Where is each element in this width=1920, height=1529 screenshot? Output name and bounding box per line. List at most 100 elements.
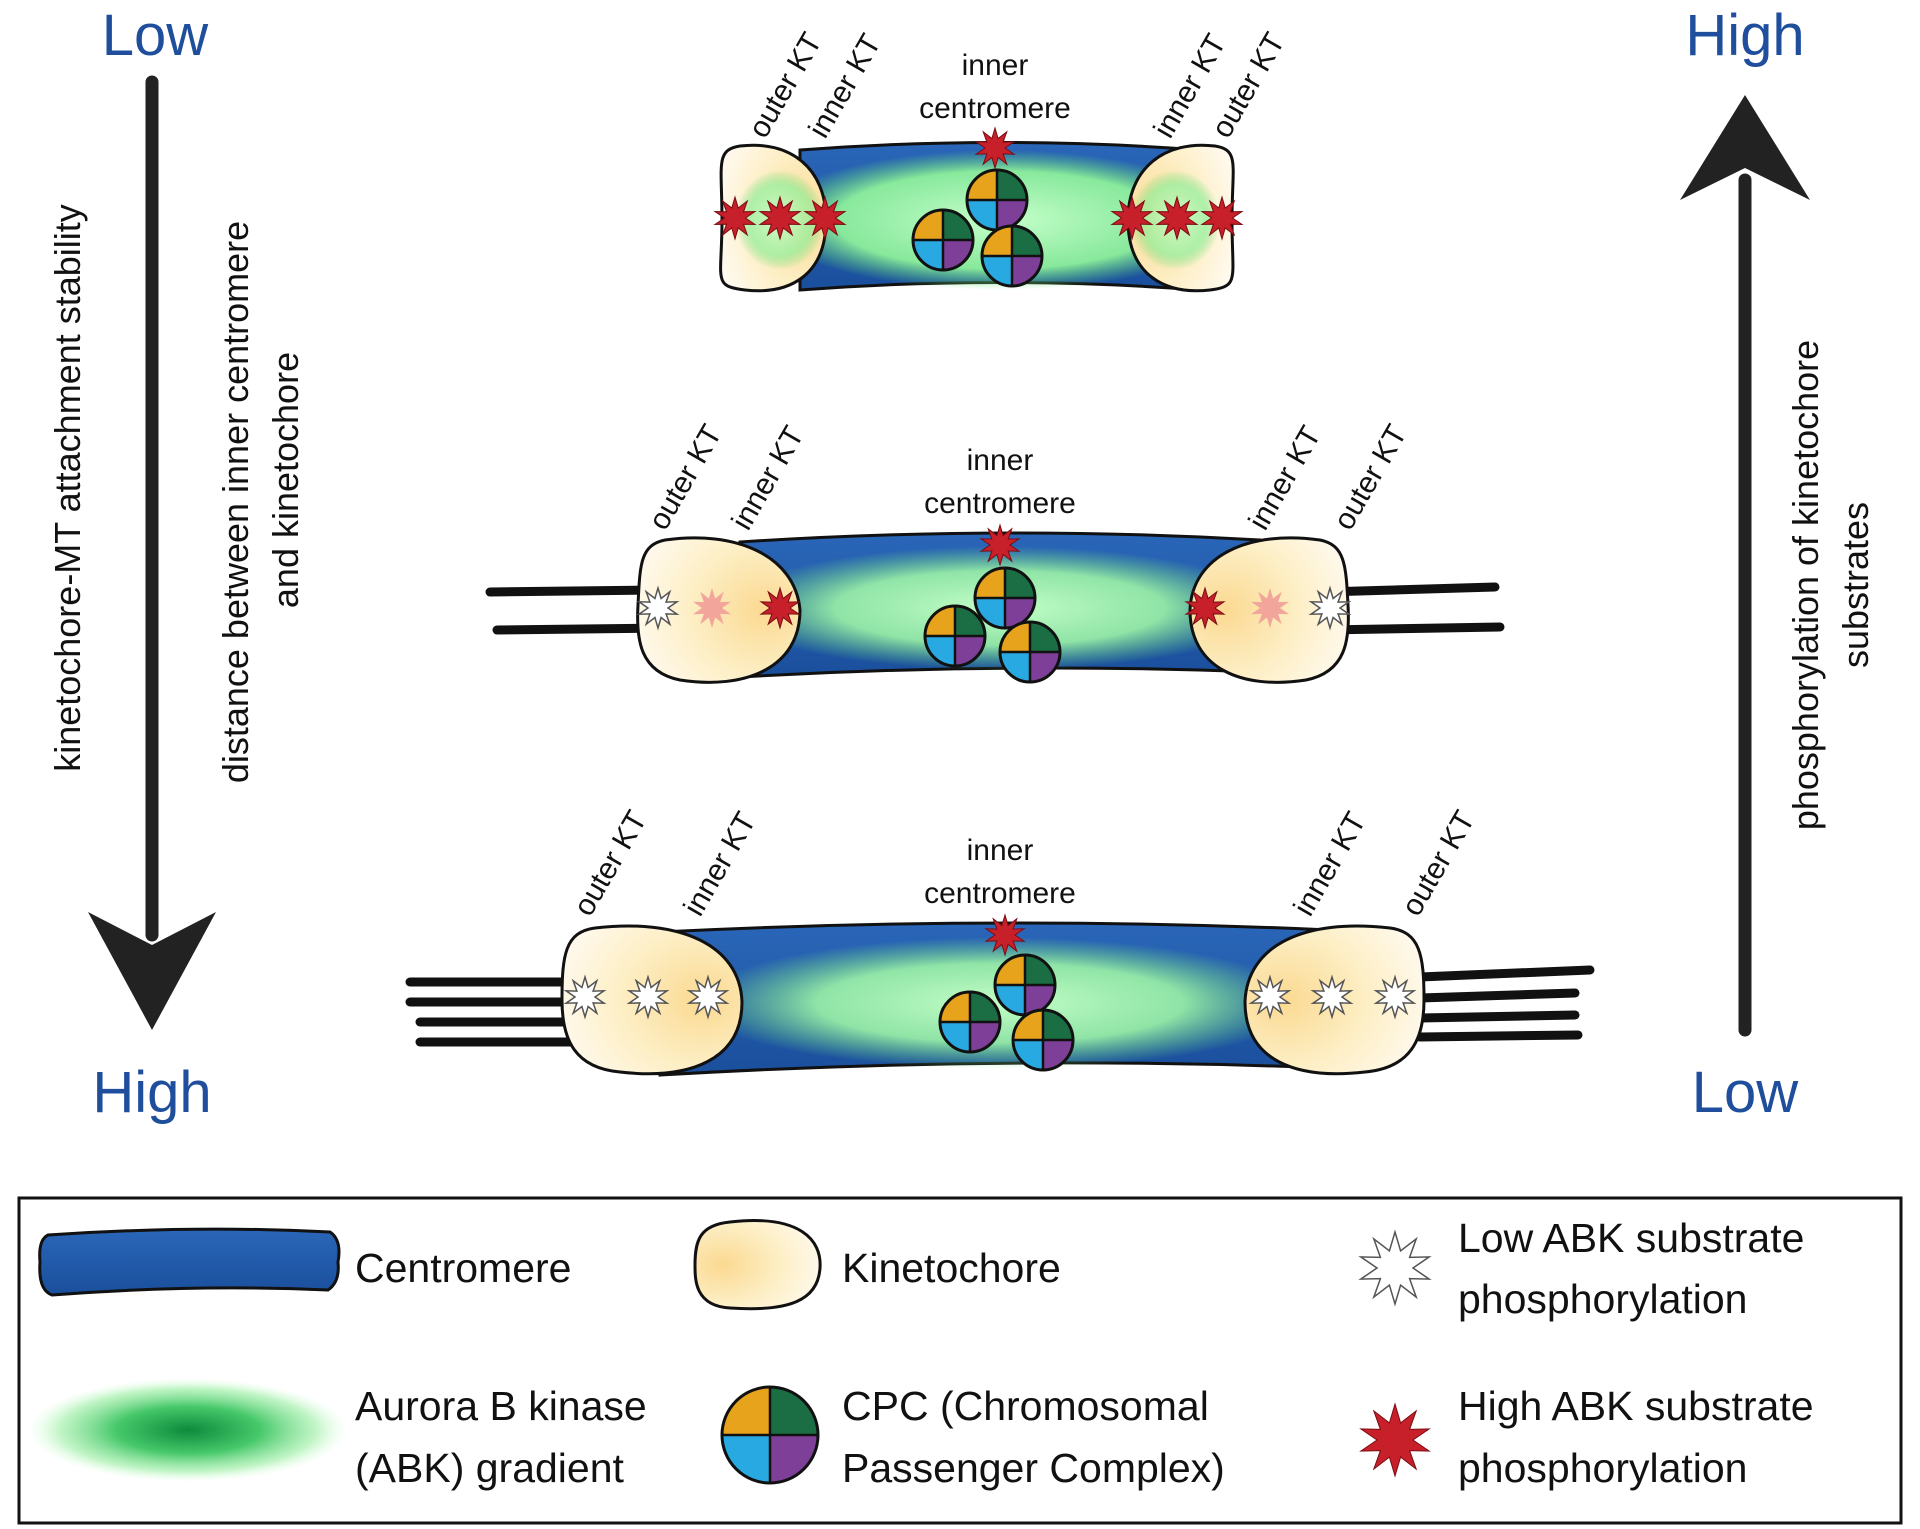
cpc-subunit [975,568,1005,598]
abk-gradient-swatch [28,1378,348,1482]
cpc-complex [923,604,987,668]
right-kt-high-phospho-star [1184,586,1226,630]
cpc-legend-complex [720,1385,820,1485]
cpc-subunit [722,1387,770,1435]
cpc-subunit [982,256,1012,286]
right-kt-low-phospho-star [1308,585,1352,631]
cpc-subunit [1025,985,1055,1015]
inner-centromere-star [984,913,1026,957]
cpc-subunit [955,636,985,666]
cpc-subunit [925,606,955,636]
inner-centromere-star [979,523,1021,567]
legend-low-phospho-line1: Low ABK substrate [1458,1215,1804,1261]
chromosome-2-stars [636,523,1352,631]
inner-centromere-label-line2: centromere [919,92,1071,125]
cpc-subunit [1005,568,1035,598]
left-axis: Low High kinetochore-MT attachment stabi… [47,3,306,1125]
high-phospho-star-icon [1359,1402,1431,1478]
cpc-subunit [970,1022,1000,1052]
left-microtubules [485,585,667,635]
inner-centromere-label-line1: inner [967,444,1034,477]
cpc-complex [965,168,1029,232]
cpc-subunit [940,1022,970,1052]
microtubule [485,585,665,597]
legend: Centromere Kinetochore Low ABK substrate… [17,1196,1903,1525]
right-outer-kt-label: outer KT [1327,419,1413,535]
cpc-complex [911,208,975,272]
right-microtubules [1320,582,1505,635]
legend-low-phospho-line2: phosphorylation [1458,1276,1747,1322]
right-axis-top-label: High [1685,3,1804,68]
cpc-subunit [967,170,997,200]
chromosome-1: outer KT inner KT inner KT outer KT inne… [713,27,1292,293]
left-kt-high-phospho-star [803,195,847,241]
right-kt-low-phospho-star [1310,974,1354,1020]
legend-centromere-label: Centromere [355,1245,571,1291]
cpc-subunit [925,636,955,666]
microtubule [492,623,667,635]
right-inner-kt-label: inner KT [1287,807,1372,922]
legend-cpc-line1: CPC (Chromosomal [842,1383,1209,1429]
cpc-subunit [1043,1010,1073,1040]
cpc-subunit [1000,652,1030,682]
chromosome-2-cpc-cluster [923,566,1062,684]
microtubule [1320,582,1500,597]
cpc-subunit [967,200,997,230]
cpc-subunit [943,210,973,240]
right-axis: High Low phosphorylation of kinetochore … [1680,3,1876,1125]
microtubule [1320,622,1505,635]
cpc-subunit [770,1435,818,1483]
left-axis-arrowhead-down [88,912,216,1030]
cpc-subunit [970,992,1000,1022]
microtubule [1415,1010,1580,1023]
chromosome-3-cpc-cluster [938,953,1075,1072]
low-phospho-star-icon [1358,1229,1432,1307]
inner-centromere-label-line1: inner [967,834,1034,867]
legend-cpc-line2: Passenger Complex) [842,1445,1225,1491]
cpc-subunit [1000,622,1030,652]
left-kt-low-phospho-star [686,974,730,1020]
cpc-subunit [997,170,1027,200]
right-kt-high-phospho-star [1110,195,1154,241]
cpc-subunit [995,985,1025,1015]
right-outer-kt-label: outer KT [1395,805,1481,921]
right-inner-kt-label: inner KT [1242,421,1327,536]
inner-centromere-star [974,126,1016,170]
left-kt-high-phospho-star [759,586,801,630]
legend-abk-line2: (ABK) gradient [355,1445,625,1491]
cpc-subunit [1025,955,1055,985]
phospho-caption-line1: phosphorylation of kinetochore [1785,340,1826,830]
right-axis-bottom-label: Low [1692,1060,1800,1125]
left-kt-low-phospho-star [626,974,670,1020]
kinetochore-swatch [693,1219,822,1311]
cpc-subunit [722,1435,770,1483]
cpc-complex [973,566,1037,630]
cpc-subunit [940,992,970,1022]
legend-high-phospho-line2: phosphorylation [1458,1445,1747,1491]
cpc-subunit [1030,652,1060,682]
legend-abk-line1: Aurora B kinase [355,1383,647,1429]
cpc-subunit [955,606,985,636]
left-kt-high-phospho-star [713,195,757,241]
cpc-complex [993,953,1057,1017]
stability-caption: kinetochore-MT attachment stability [47,204,88,772]
cpc-complex [1011,1008,1075,1072]
right-kt-high-phospho-star [1155,195,1199,241]
inner-centromere-label-line2: centromere [924,487,1076,520]
right-kt-low-phospho-star [1373,974,1417,1020]
inner-centromere-label-line1: inner [962,49,1029,82]
cpc-subunit [1013,1010,1043,1040]
right-axis-arrowhead-up [1680,95,1810,200]
microtubule [1415,988,1580,1003]
cpc-subunit [995,955,1025,985]
microtubule [1415,1030,1583,1042]
cpc-subunit [1013,1040,1043,1070]
inner-centromere-label-line2: centromere [924,877,1076,910]
cpc-complex [980,224,1044,288]
microtubule [1415,965,1595,982]
left-kt-low-phospho-star [563,974,607,1020]
high-phospho-star [1359,1402,1431,1478]
chromosome-2: outer KT inner KT inner KT outer KT inne… [485,419,1505,684]
cpc-subunit [1043,1040,1073,1070]
